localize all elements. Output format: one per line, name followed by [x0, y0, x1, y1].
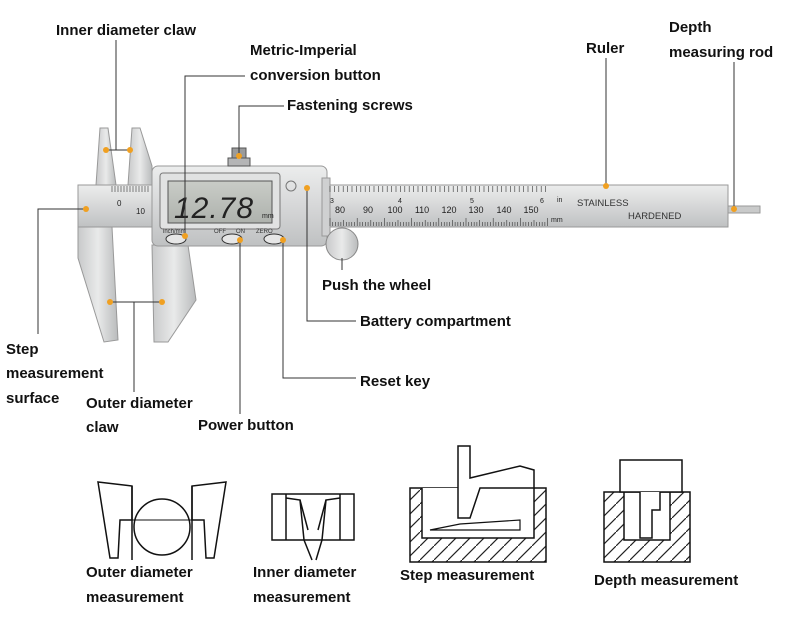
label-step-surface-line1: Step — [6, 341, 39, 358]
scale-130: 130 — [468, 205, 483, 215]
fixed-outer-jaw — [77, 226, 119, 343]
ruler-inch-numbers: 3 4 5 6 — [330, 198, 544, 205]
sliding-outer-jaw — [151, 244, 197, 343]
ruler-ticks — [111, 186, 548, 226]
ruler-mm-numbers: 80 90 100 110 120 130 140 150 — [335, 205, 539, 215]
label-metric-imperial-line2: conversion button — [250, 67, 381, 84]
callout-lines — [37, 40, 735, 414]
depth-rod — [727, 205, 761, 214]
inner-diameter-schematic — [271, 493, 355, 561]
scale-140: 140 — [496, 205, 511, 215]
brand-logo-icon — [285, 180, 297, 192]
callout-dots — [83, 147, 737, 305]
scale-120: 120 — [441, 205, 456, 215]
label-outer-claw-line2: claw — [86, 419, 119, 436]
mm-unit: mm — [551, 217, 563, 224]
label-depth-rod-line1: Depth — [669, 19, 712, 36]
jaw-scale-0: 0 — [117, 199, 122, 208]
label-ruler: Ruler — [586, 40, 625, 57]
label-depth-rod-line2: measuring rod — [669, 44, 774, 61]
stainless-text: STAINLESS — [577, 198, 629, 209]
inch-5: 5 — [470, 198, 474, 205]
outer-diameter-schematic — [97, 481, 227, 560]
thumb-wheel[interactable] — [325, 227, 359, 261]
inch-3: 3 — [330, 198, 334, 205]
label-battery-compartment: Battery compartment — [360, 313, 511, 330]
lcd-reading: 12.78 — [174, 192, 254, 225]
label-reset-key: Reset key — [360, 373, 431, 390]
scale-100: 100 — [387, 205, 402, 215]
inch-6: 6 — [540, 198, 544, 205]
metric-imperial-button[interactable] — [165, 233, 187, 245]
mode-inner-title-line1: Inner diameter — [253, 564, 357, 581]
lcd-unit: mm — [262, 213, 274, 220]
label-outer-claw-line1: Outer diameter — [86, 395, 193, 412]
fixed-inner-jaw — [95, 127, 117, 186]
inch-unit: in — [557, 197, 563, 204]
scale-90: 90 — [363, 205, 373, 215]
scale-150: 150 — [523, 205, 538, 215]
label-inner-diameter-claw: Inner diameter claw — [56, 22, 197, 39]
mode-outer-title-line1: Outer diameter — [86, 564, 193, 581]
inch-4: 4 — [398, 198, 402, 205]
hardened-text: HARDENED — [628, 211, 681, 222]
label-metric-imperial-line1: Metric-Imperial — [250, 42, 357, 59]
scale-110: 110 — [415, 205, 429, 215]
step-schematic — [409, 445, 547, 563]
button-label-zero: ZERO — [256, 229, 273, 235]
mode-outer-title-line2: measurement — [86, 589, 184, 606]
sliding-inner-jaw — [127, 127, 153, 186]
button-label-off: OFF — [214, 229, 226, 235]
label-push-wheel: Push the wheel — [322, 277, 432, 294]
label-step-surface-line3: surface — [6, 390, 60, 407]
mode-step-title: Step measurement — [400, 567, 535, 584]
button-label-on: ON — [236, 229, 245, 235]
label-fastening-screws: Fastening screws — [287, 97, 413, 114]
jaw-scale-10: 10 — [136, 207, 145, 216]
mode-depth-title: Depth measurement — [594, 572, 739, 589]
button-label-inchmm: inch/mm — [163, 229, 186, 235]
mode-inner-title-line2: measurement — [253, 589, 351, 606]
label-power-button: Power button — [198, 417, 294, 434]
label-step-surface-line2: measurement — [6, 365, 104, 382]
depth-schematic — [603, 459, 691, 563]
scale-80: 80 — [335, 205, 345, 215]
